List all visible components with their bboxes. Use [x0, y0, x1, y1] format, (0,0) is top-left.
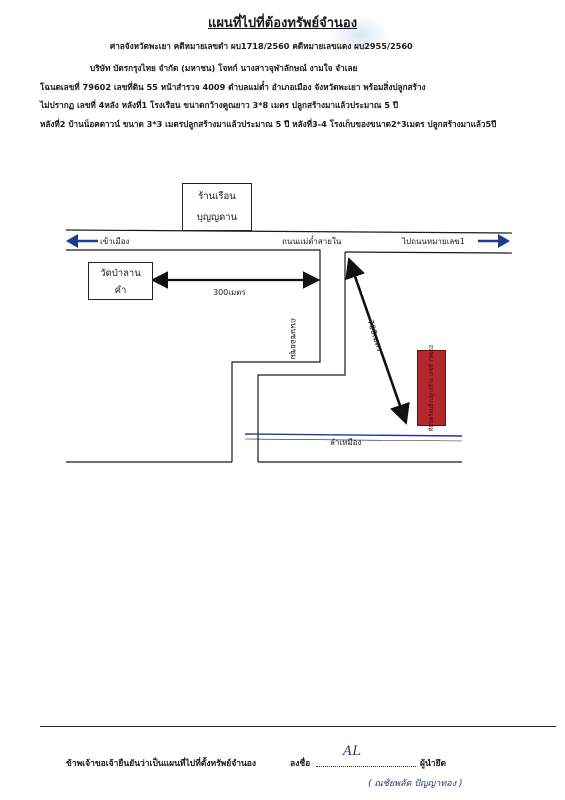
canal-line — [244, 433, 463, 437]
canal-label: ลำเหมือง — [330, 438, 362, 447]
signature-line — [316, 766, 416, 767]
court-case-line: ศาลจังหวัดพะเยา คดีหมายเลขดำ ผบ1718/2560… — [110, 41, 413, 51]
distance-300-label: 300เมตร — [213, 288, 246, 297]
main-road-label: ถนนแม่ต๋ำสายใน — [282, 237, 342, 246]
sign-label: ลงชื่อ — [290, 759, 311, 769]
certify-statement: ข้าพเจ้าขอเจ้ายืนยันว่าเป็นแผนที่ไปที่ตั… — [66, 759, 257, 769]
to-highway-label: ไปถนนหมายเลข1 — [402, 237, 465, 246]
temple-name-1: วัดป่าลาน — [100, 268, 141, 279]
parties-line: บริษัท บัตรกรุงไทย จำกัด (มหาชน) โจทก์ น… — [90, 63, 358, 73]
arrow-to-highway — [478, 234, 510, 248]
property-label: ที่ดินพร้อมสิ่งปลูกสร้าง เลขที่ 79602 — [428, 344, 435, 432]
shop-name-2: บุญญดาน — [196, 212, 238, 223]
canal-line-2 — [244, 438, 463, 442]
main-road — [65, 229, 513, 254]
temple-name-2: คำ — [114, 285, 127, 296]
document-title: แผนที่ไปที่ต้องทรัพย์จำนอง — [207, 16, 358, 31]
property-marker: ที่ดินพร้อมสิ่งปลูกสร้าง เลขที่ 79602 — [417, 345, 446, 431]
building-line-1: ไม่ปรากฏ เลขที่ 4หลัง หลังที่1 โรงเรือน … — [40, 100, 399, 110]
side-road-label: ถนนซอยชุม — [289, 318, 298, 360]
footer-rule — [40, 726, 556, 727]
shop-box: ร้านเรือน บุญญดาน — [182, 183, 252, 231]
deed-line: โฉนดเลขที่ 79602 เลขที่ดิน 55 หน้าสำรวจ … — [40, 82, 426, 92]
to-city-label: เข้าเมือง — [100, 237, 130, 246]
shop-name-1: ร้านเรือน — [198, 191, 236, 202]
building-line-2: หลังที่2 บ้านน็อคดาวน์ ขนาด 3*3 เมตรปลูก… — [40, 119, 497, 129]
signer-role: ผู้นำยึด — [420, 759, 447, 769]
temple-box: วัดป่าลาน คำ — [88, 262, 153, 300]
printed-name: ( ณชัยพลัด ปัญญาทอง ) — [368, 779, 463, 789]
signature-mark: AL — [343, 744, 362, 759]
faded-stamp — [330, 15, 390, 55]
side-road — [231, 252, 346, 462]
arrow-to-city — [66, 234, 98, 248]
distance-700-arrow — [345, 257, 410, 425]
